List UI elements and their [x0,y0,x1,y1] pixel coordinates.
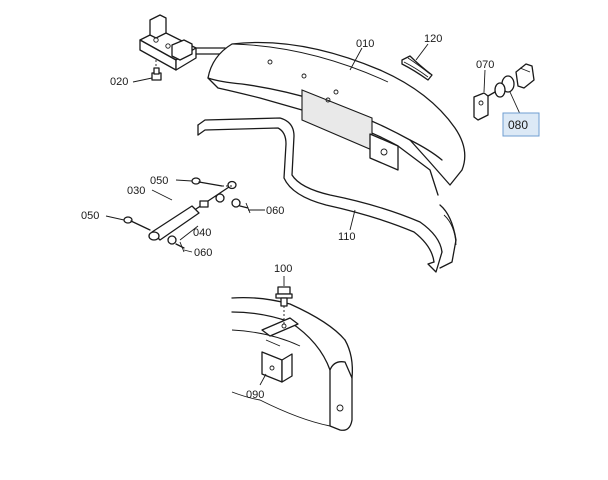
hinge-bracket [139,14,226,71]
leader-120 [415,43,429,61]
bolt-100 [275,286,293,326]
leader-080 [509,91,521,115]
pin-060-lower [175,241,185,253]
bolt-050-upper [191,177,232,187]
leader-010 [349,47,363,71]
callout-100: 100 [274,263,292,275]
gas-spring [148,180,237,241]
leader-060b [183,249,193,253]
leader-110 [349,209,356,231]
callout-080-highlight[interactable] [502,112,540,137]
rubber-strip [401,55,433,81]
seal-strip [197,117,457,273]
leader-050b [105,215,125,221]
leader-020 [132,77,153,83]
callout-120: 120 [424,33,442,45]
leader-090 [259,373,267,386]
latch-plate [473,92,489,121]
callout-010: 010 [356,38,374,50]
leader-070 [483,69,486,93]
bracket-090 [261,317,299,383]
callout-090: 090 [246,389,264,401]
bolt-050-lower [123,216,151,231]
leader-040 [179,225,199,241]
callout-050b: 050 [81,210,99,222]
washer-040 [167,193,225,245]
callout-060b: 060 [194,247,212,259]
bolt-020 [151,60,162,81]
callout-070: 070 [476,59,494,71]
leader-030 [151,189,173,201]
callout-030: 030 [127,185,145,197]
callout-080[interactable]: 080 [508,118,528,132]
callout-110: 110 [338,231,356,243]
upper-cover [207,41,466,196]
callout-050a: 050 [150,175,168,187]
callout-040: 040 [193,227,211,239]
pin-060-upper [231,198,251,214]
leader-050a [175,179,193,182]
callout-020: 020 [110,76,128,88]
lock-knob [487,63,535,98]
callout-060a: 060 [266,205,284,217]
